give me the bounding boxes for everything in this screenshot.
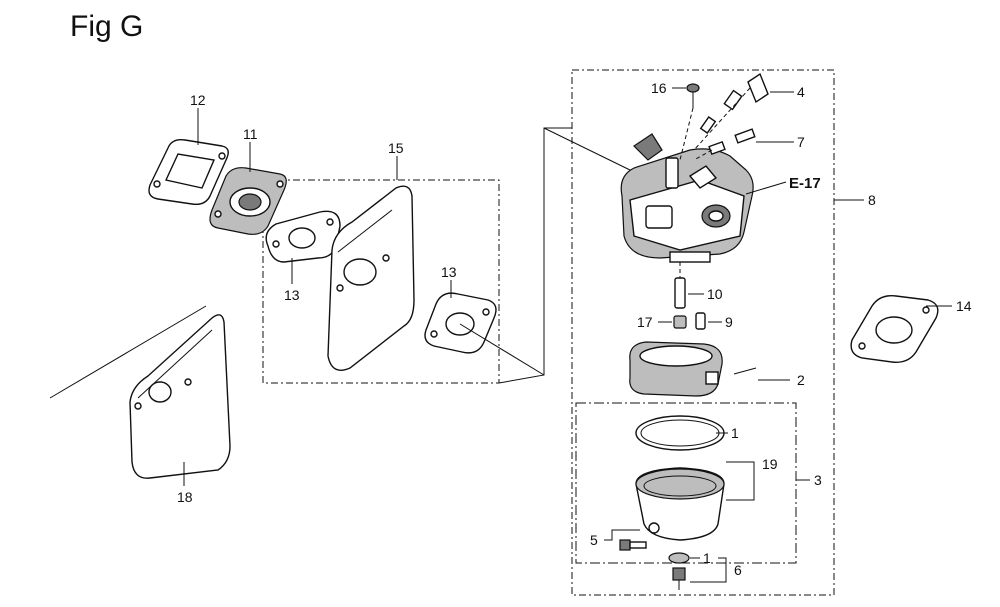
part-11-insulator[interactable]	[209, 167, 287, 235]
carburetor-body[interactable]	[620, 133, 754, 263]
callout-18: 18	[177, 489, 193, 505]
assembly-box-float-chamber	[575, 402, 797, 564]
part-7-centerline	[693, 149, 713, 161]
callout-14: 14	[956, 298, 972, 314]
leader-19	[726, 461, 755, 501]
callout-6: 6	[734, 562, 742, 578]
part-17-main-jet[interactable]	[673, 315, 687, 329]
part-13-gasket-right[interactable]	[424, 292, 497, 354]
callout-7: 7	[797, 134, 805, 150]
figure-title: Fig G	[70, 10, 144, 43]
part-9-float-valve[interactable]	[695, 312, 706, 330]
part-6-bolt-set[interactable]	[668, 552, 690, 590]
callout-10: 10	[707, 286, 723, 302]
assembly-box-insulator	[262, 179, 500, 384]
callout-5: 5	[590, 532, 598, 548]
callout-4: 4	[797, 84, 805, 100]
gasket-link-line	[459, 323, 545, 376]
assembly-box-carburetor	[571, 69, 835, 596]
callout-11: 11	[243, 126, 258, 142]
leader-e17	[745, 181, 787, 195]
callout-9: 9	[725, 314, 733, 330]
part-1-o-ring[interactable]	[635, 415, 725, 451]
carburetor-link-line	[543, 127, 631, 171]
callout-13-right: 13	[441, 264, 457, 280]
part-15-insulator-plate[interactable]	[327, 185, 415, 371]
part-16-screw[interactable]	[686, 83, 700, 108]
part-10-nozzle[interactable]	[674, 277, 686, 309]
part-7-screw-set[interactable]	[708, 128, 756, 156]
callout-1-upper: 1	[731, 425, 739, 441]
insulator-box-link-line	[498, 127, 572, 384]
callout-1-lower: 1	[703, 550, 711, 566]
part-13-gasket-left[interactable]	[265, 210, 341, 263]
callout-3: 3	[814, 472, 822, 488]
part-16-centerline	[679, 107, 694, 161]
leader-5	[604, 529, 640, 541]
part-14-gasket[interactable]	[850, 295, 939, 363]
part-2-float[interactable]	[629, 341, 757, 397]
callout-15: 15	[388, 140, 404, 156]
callout-2: 2	[797, 372, 805, 388]
callout-12: 12	[190, 92, 206, 108]
callout-16: 16	[651, 80, 667, 96]
callout-19: 19	[762, 456, 778, 472]
part-5-drain-screw[interactable]	[619, 539, 647, 551]
callout-8: 8	[868, 192, 876, 208]
reference-e17: E-17	[789, 175, 821, 192]
leader-6	[690, 557, 727, 583]
part-19-float-chamber[interactable]	[635, 467, 725, 541]
part-18-heat-plate[interactable]	[49, 305, 231, 479]
callout-13-left: 13	[284, 287, 300, 303]
part-4-pilot-screw-set[interactable]	[699, 72, 769, 135]
part-12-gasket[interactable]	[148, 138, 229, 206]
callout-17: 17	[637, 314, 653, 330]
